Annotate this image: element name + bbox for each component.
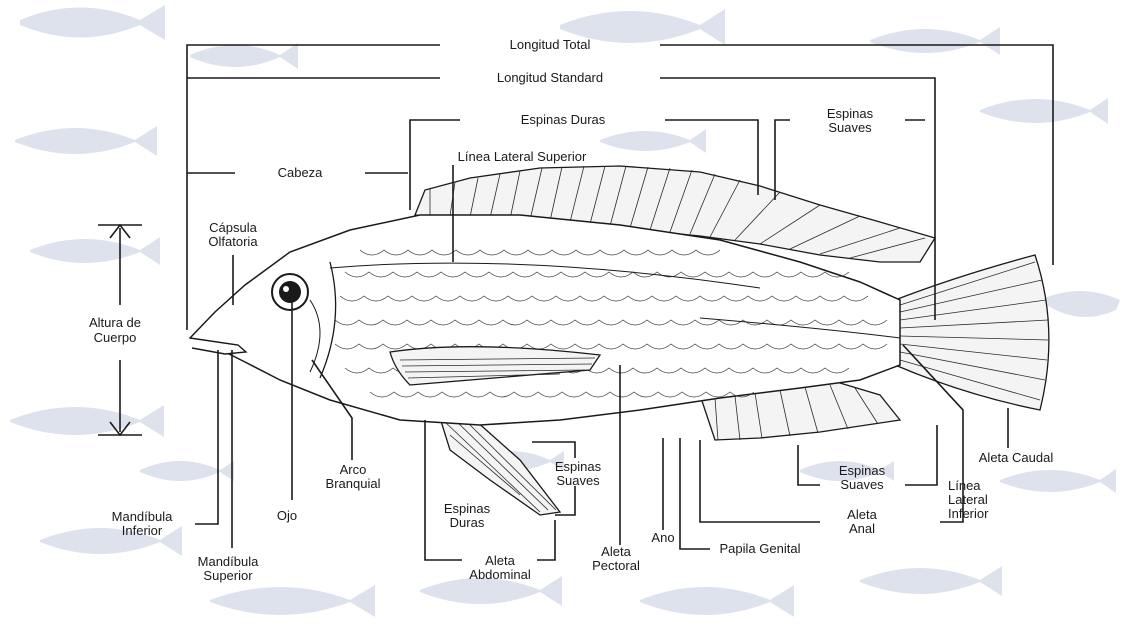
label-aleta-caudal: Aleta Caudal	[979, 450, 1054, 465]
label-altura-1: Altura de	[89, 315, 141, 330]
label-esp-suaves-anal-2: Suaves	[840, 477, 884, 492]
label-esp-duras-bot-2: Duras	[450, 515, 485, 530]
label-linea-lateral-superior: Línea Lateral Superior	[458, 149, 587, 164]
label-linea-inf-1: Línea	[948, 478, 981, 493]
label-cabeza: Cabeza	[278, 165, 324, 180]
label-espinas-suaves-top-2: Suaves	[828, 120, 872, 135]
label-aleta-anal-1: Aleta	[847, 507, 877, 522]
label-mand-inf-2: Inferior	[122, 523, 163, 538]
label-longitud-standard: Longitud Standard	[497, 70, 603, 85]
label-aleta-abd-1: Aleta	[485, 553, 515, 568]
label-ano: Ano	[651, 530, 674, 545]
label-espinas-duras-top: Espinas Duras	[521, 112, 606, 127]
label-ojo: Ojo	[277, 508, 297, 523]
label-esp-suaves-mid-2: Suaves	[556, 473, 600, 488]
eye-highlight	[283, 286, 289, 292]
label-arco-1: Arco	[340, 462, 367, 477]
label-aleta-pec-1: Aleta	[601, 544, 631, 559]
label-papila-genital: Papila Genital	[720, 541, 801, 556]
label-longitud-total: Longitud Total	[510, 37, 591, 52]
label-esp-suaves-anal-1: Espinas	[839, 463, 886, 478]
label-aleta-anal-2: Anal	[849, 521, 875, 536]
label-esp-suaves-mid-1: Espinas	[555, 459, 602, 474]
label-espinas-suaves-top-1: Espinas	[827, 106, 874, 121]
label-mand-sup-2: Superior	[203, 568, 253, 583]
label-aleta-abd-2: Abdominal	[469, 567, 531, 582]
label-mand-sup-1: Mandíbula	[198, 554, 259, 569]
label-capsula-2: Olfatoria	[208, 234, 258, 249]
label-linea-inf-2: Lateral	[948, 492, 988, 507]
label-arco-2: Branquial	[326, 476, 381, 491]
label-aleta-pec-2: Pectoral	[592, 558, 640, 573]
label-mand-inf-1: Mandíbula	[112, 509, 173, 524]
label-esp-duras-bot-1: Espinas	[444, 501, 491, 516]
pupil	[279, 281, 301, 303]
label-capsula-1: Cápsula	[209, 220, 257, 235]
label-linea-inf-3: Inferior	[948, 506, 989, 521]
label-altura-2: Cuerpo	[94, 330, 137, 345]
